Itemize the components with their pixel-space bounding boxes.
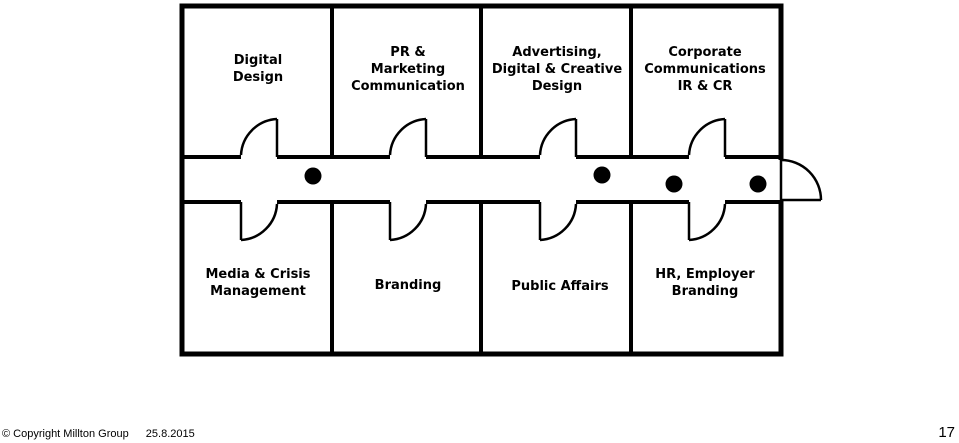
corridor-dot <box>749 175 767 193</box>
room-label-public-affairs: Public Affairs <box>511 278 609 294</box>
room-label-digital-design: Digital Design <box>232 53 284 85</box>
door-top-3 <box>538 117 578 160</box>
door-top-2 <box>388 117 428 160</box>
door-bottom-3 <box>538 199 578 242</box>
door-bottom-1 <box>239 199 279 242</box>
copyright-text: © Copyright Millton Group <box>2 428 129 440</box>
entrance-door <box>777 158 823 202</box>
date-text: 25.8.2015 <box>145 428 195 440</box>
door-top-1 <box>239 117 279 160</box>
door-bottom-2 <box>388 199 428 242</box>
door-bottom-4 <box>687 199 727 242</box>
corridor-dot <box>665 175 683 193</box>
corridor-dot <box>304 167 322 185</box>
door-top-4 <box>687 117 727 160</box>
room-label-advertising: Advertising, Digital & Creative Design <box>491 44 623 94</box>
room-label-pr-marketing: PR & Marketing Communication <box>351 44 465 94</box>
room-label-media-crisis: Media & Crisis Management <box>205 267 311 299</box>
room-label-corporate-communications: Corporate Communications IR & CR <box>644 44 766 94</box>
corridor-dot <box>593 166 611 184</box>
room-label-branding: Branding <box>374 277 442 293</box>
page-number: 17 <box>938 424 955 441</box>
footer: © Copyright Millton Group 25.8.2015 <box>2 428 209 440</box>
room-label-hr-employer-branding: HR, Employer Branding <box>655 267 755 299</box>
